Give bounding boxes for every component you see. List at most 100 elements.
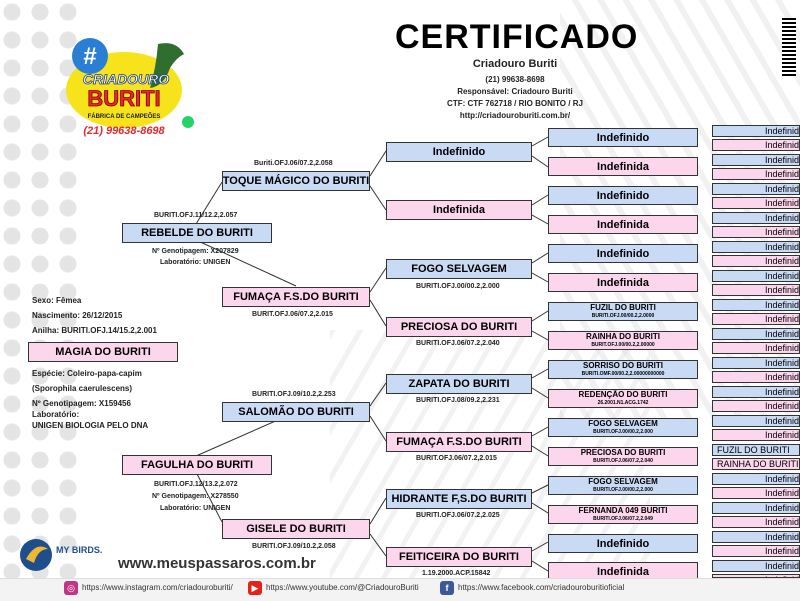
- gen3-box-1[interactable]: Indefinido: [386, 142, 532, 162]
- mother-box[interactable]: FAGULHA DO BURITI: [122, 455, 272, 475]
- gen5-box-22[interactable]: Indefinida: [712, 429, 800, 441]
- breeder-ctf: CTF: CTF 762718 / RIO BONITO / RJ: [447, 99, 583, 108]
- gen3-box-8[interactable]: FEITICEIRA DO BURITI: [386, 547, 532, 567]
- gen4-box-6[interactable]: Indefinida: [548, 273, 698, 292]
- gen3-ring-8: 1.19.2000.ACP.15842: [422, 570, 491, 577]
- logo-hash: #: [83, 43, 96, 70]
- gen5-box-8[interactable]: Indefinida: [712, 226, 800, 238]
- gen3-box-6[interactable]: FUMAÇA F.S.DO BURITI: [386, 432, 532, 452]
- gen5-box-29[interactable]: Indefinido: [712, 531, 800, 543]
- gen3-box-5[interactable]: ZAPATA DO BURITI: [386, 374, 532, 394]
- gen3-box-2[interactable]: Indefinida: [386, 200, 532, 220]
- fm-ring: BURIT.OFJ.06/07.2,2.015: [252, 311, 333, 318]
- mother-lab: Laboratório: UNIGEN: [160, 505, 231, 512]
- gen5-box-12[interactable]: Indefinida: [712, 284, 800, 296]
- gen5-box-20[interactable]: Indefinida: [712, 400, 800, 412]
- fm-box[interactable]: FUMAÇA F.S.DO BURITI: [222, 287, 370, 307]
- criadouro-buriti-logo: # CRIADOURO BURITI FÁBRICA DE CAMPEÕES (…: [66, 38, 194, 137]
- facebook-link[interactable]: https://www.facebook.com/criadouroburiti…: [458, 583, 625, 592]
- gen5-box-2[interactable]: Indefinida: [712, 139, 800, 151]
- gen5-box-24[interactable]: RAINHA DO BURITI: [712, 458, 800, 470]
- gen5-box-16[interactable]: Indefinida: [712, 342, 800, 354]
- gen4-ring-13: BURITI.OFJ.00/00.2,2.000: [593, 486, 653, 493]
- gen4-name-14: FERNANDA 049 BURITI: [578, 505, 668, 515]
- gen4-name-12: PRECIOSA DO BURITI: [580, 447, 666, 457]
- youtube-link[interactable]: https://www.youtube.com/@CriadouroBuriti: [266, 583, 419, 592]
- gen5-box-28[interactable]: Indefinida: [712, 516, 800, 528]
- gen5-box-26[interactable]: Indefinida: [712, 487, 800, 499]
- gen5-box-13[interactable]: Indefinido: [712, 299, 800, 311]
- breeder-phone: (21) 99638-8698: [485, 75, 545, 84]
- father-box[interactable]: REBELDE DO BURITI: [122, 223, 272, 243]
- gen5-box-9[interactable]: Indefinido: [712, 241, 800, 253]
- gen4-box-15[interactable]: Indefinido: [548, 534, 698, 553]
- gen5-box-31[interactable]: Indefinido: [712, 560, 800, 572]
- gen4-box-5[interactable]: Indefinido: [548, 244, 698, 263]
- gen4-name-10: REDENÇÃO DO BURITI: [578, 389, 668, 399]
- subject-ring: Anilha: BURITI.OFJ.14/15.2,2.001: [32, 326, 157, 335]
- mf-box[interactable]: SALOMÃO DO BURITI: [222, 402, 370, 422]
- logo-line1: CRIADOURO: [83, 71, 169, 87]
- background-pattern: [0, 0, 80, 600]
- gen5-box-25[interactable]: Indefinido: [712, 473, 800, 485]
- gen3-box-4[interactable]: PRECIOSA DO BURITI: [386, 317, 532, 337]
- gen4-ring-11: BURITI.OFJ.00/00.2,2.000: [593, 428, 653, 435]
- gen3-box-3[interactable]: FOGO SELVAGEM: [386, 259, 532, 279]
- subject-sex: Sexo: Fêmea: [32, 296, 82, 305]
- gen4-name-11: FOGO SELVAGEM: [588, 418, 658, 428]
- gen4-box-3[interactable]: Indefinido: [548, 186, 698, 205]
- gen5-box-11[interactable]: Indefinido: [712, 270, 800, 282]
- gen4-box-2[interactable]: Indefinida: [548, 157, 698, 176]
- mybirds-text: MY BIRDS.: [56, 545, 102, 555]
- instagram-link[interactable]: https://www.instagram.com/criadouroburit…: [82, 583, 233, 592]
- gen4-box-4[interactable]: Indefinida: [548, 215, 698, 234]
- gen4-ring-10: 26.2001.N1.ACG.1742: [597, 399, 649, 406]
- subject-lab-label: Laboratório:: [32, 410, 80, 419]
- facebook-icon[interactable]: f: [440, 581, 454, 595]
- gen5-box-6[interactable]: Indefinida: [712, 197, 800, 209]
- gen5-box-15[interactable]: Indefinido: [712, 328, 800, 340]
- gen5-box-5[interactable]: Indefinido: [712, 183, 800, 195]
- gen3-box-7[interactable]: HIDRANTE F,S.DO BURITI: [386, 489, 532, 509]
- gen3-ring-6: BURIT.OFJ.06/07.2,2.015: [416, 455, 497, 462]
- subject-species: Espécie: Coleiro-papa-capim: [32, 369, 142, 378]
- gen5-box-23[interactable]: FUZIL DO BURITI: [712, 444, 800, 456]
- gen5-box-4[interactable]: Indefinida: [712, 168, 800, 180]
- gen5-box-30[interactable]: Indefinida: [712, 545, 800, 557]
- gen4-ring-7: BURITI.OFJ.00/00.2,2.0000: [591, 312, 655, 319]
- breeder-url[interactable]: http://criadouroburiti.com.br/: [459, 111, 571, 120]
- gen4-ring-9: BURITI.OMF.00/00.2,2.00000000000: [581, 370, 665, 377]
- instagram-icon[interactable]: ◎: [64, 581, 78, 595]
- gen5-box-17[interactable]: Indefinido: [712, 357, 800, 369]
- footer-site[interactable]: www.meuspassaros.com.br: [118, 555, 316, 572]
- gen3-ring-7: BURITI.OFJ.06/07.2,2.025: [416, 512, 500, 519]
- mm-ring: BURITI.OFJ.09/10.2,2.058: [252, 543, 336, 550]
- subject-name-box[interactable]: MAGIA DO BURITI: [28, 342, 178, 362]
- mm-box[interactable]: GISELE DO BURITI: [222, 519, 370, 539]
- gen5-box-27[interactable]: Indefinido: [712, 502, 800, 514]
- gen5-box-10[interactable]: Indefinida: [712, 255, 800, 267]
- father-lab: Laboratório: UNIGEN: [160, 259, 231, 266]
- youtube-icon[interactable]: ▶: [248, 581, 262, 595]
- gen3-ring-3: BURITI.OFJ.00/00.2,2.000: [416, 283, 500, 290]
- gen5-box-3[interactable]: Indefinido: [712, 154, 800, 166]
- gen3-ring-4: BURITI.OFJ.06/07.2,2.040: [416, 340, 500, 347]
- gen5-box-14[interactable]: Indefinida: [712, 313, 800, 325]
- gen5-box-21[interactable]: Indefinido: [712, 415, 800, 427]
- ff-box[interactable]: TOQUE MÁGICO DO BURITI: [222, 171, 370, 191]
- gen4-box-1[interactable]: Indefinido: [548, 128, 698, 147]
- gen5-box-19[interactable]: Indefinido: [712, 386, 800, 398]
- mother-genotype: Nº Genotipagem: X278550: [152, 493, 239, 500]
- gen5-box-7[interactable]: Indefinido: [712, 212, 800, 224]
- gen5-box-18[interactable]: Indefinida: [712, 371, 800, 383]
- gen5-box-1[interactable]: Indefinido: [712, 125, 800, 137]
- subject-scientific-name: (Sporophila caerulescens): [32, 384, 133, 393]
